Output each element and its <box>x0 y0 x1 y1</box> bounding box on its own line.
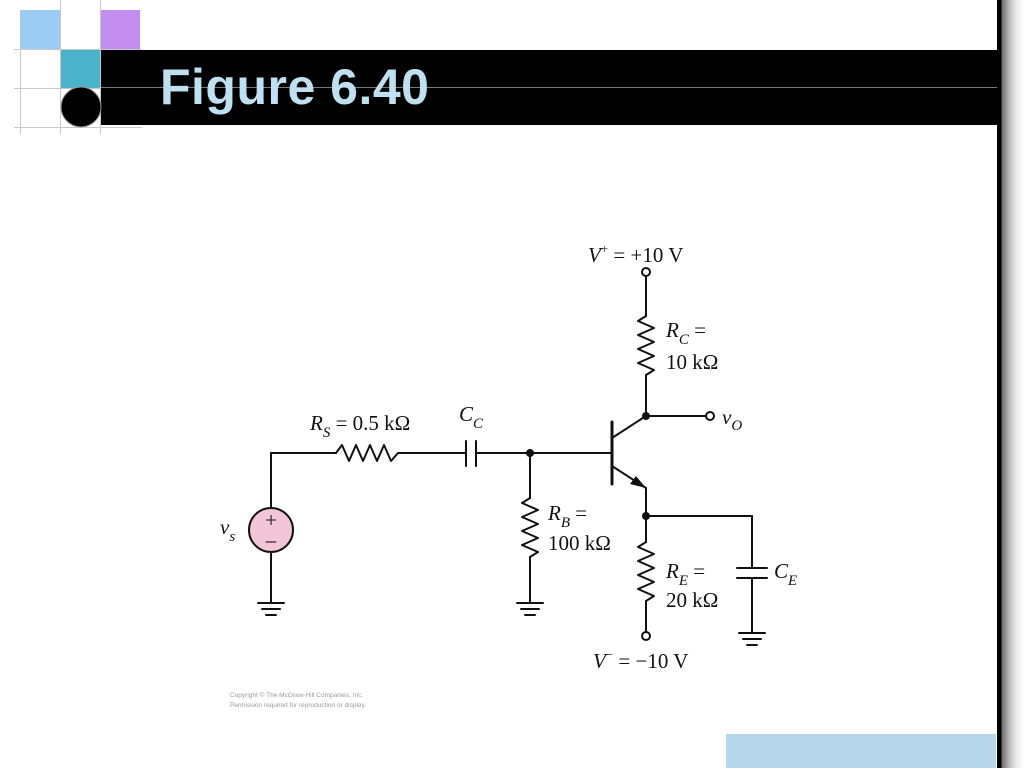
deco-circle <box>60 86 102 128</box>
transistor-collector <box>611 415 647 439</box>
page-title: Figure 6.40 <box>160 59 430 115</box>
ce-label: CE <box>774 559 797 589</box>
deco-gridline <box>14 49 142 50</box>
deco-gridline <box>20 48 21 134</box>
junction-dot <box>642 512 650 520</box>
rs-resistor <box>335 444 399 462</box>
vminus-label: V− = −10 V <box>593 647 688 673</box>
title-rule <box>101 87 999 88</box>
rb-resistor <box>521 497 539 558</box>
voltage-source <box>248 507 294 553</box>
deco-gridline <box>100 0 101 134</box>
cc-label: CC <box>459 402 484 432</box>
deco-square-light-blue <box>20 10 60 50</box>
source-plus-sign: + <box>265 508 277 532</box>
transistor-emitter-arrow <box>630 476 646 488</box>
rc-value: 10 kΩ <box>666 350 718 374</box>
slide-right-border <box>997 0 1024 768</box>
rc-label: RC = <box>665 318 706 348</box>
junction-dot <box>642 412 650 420</box>
re-resistor <box>637 541 655 602</box>
rs-label: RS = 0.5 kΩ <box>309 411 410 441</box>
re-value: 20 kΩ <box>666 588 718 612</box>
deco-square-teal <box>61 50 101 88</box>
vplus-label: V+ = +10 V <box>588 241 683 267</box>
deco-bottom-rect <box>726 734 996 768</box>
rc-resistor <box>637 315 655 376</box>
permission-text: Permission required for reproduction or … <box>230 702 367 709</box>
source-minus-sign: – <box>265 528 277 552</box>
vo-label: vO <box>722 405 742 434</box>
vplus-terminal <box>641 267 651 277</box>
copyright-text: Copyright © The McGraw-Hill Companies, I… <box>230 692 364 699</box>
rb-value: 100 kΩ <box>548 531 611 555</box>
deco-square-purple <box>100 10 140 50</box>
vminus-terminal <box>641 631 651 641</box>
vo-terminal <box>705 411 715 421</box>
vs-label: vs <box>220 515 235 545</box>
deco-gridline <box>14 127 142 128</box>
re-label: RE = <box>665 559 705 589</box>
deco-gridline <box>60 0 61 134</box>
rb-label: RB = <box>547 501 587 531</box>
junction-dot <box>526 449 534 457</box>
